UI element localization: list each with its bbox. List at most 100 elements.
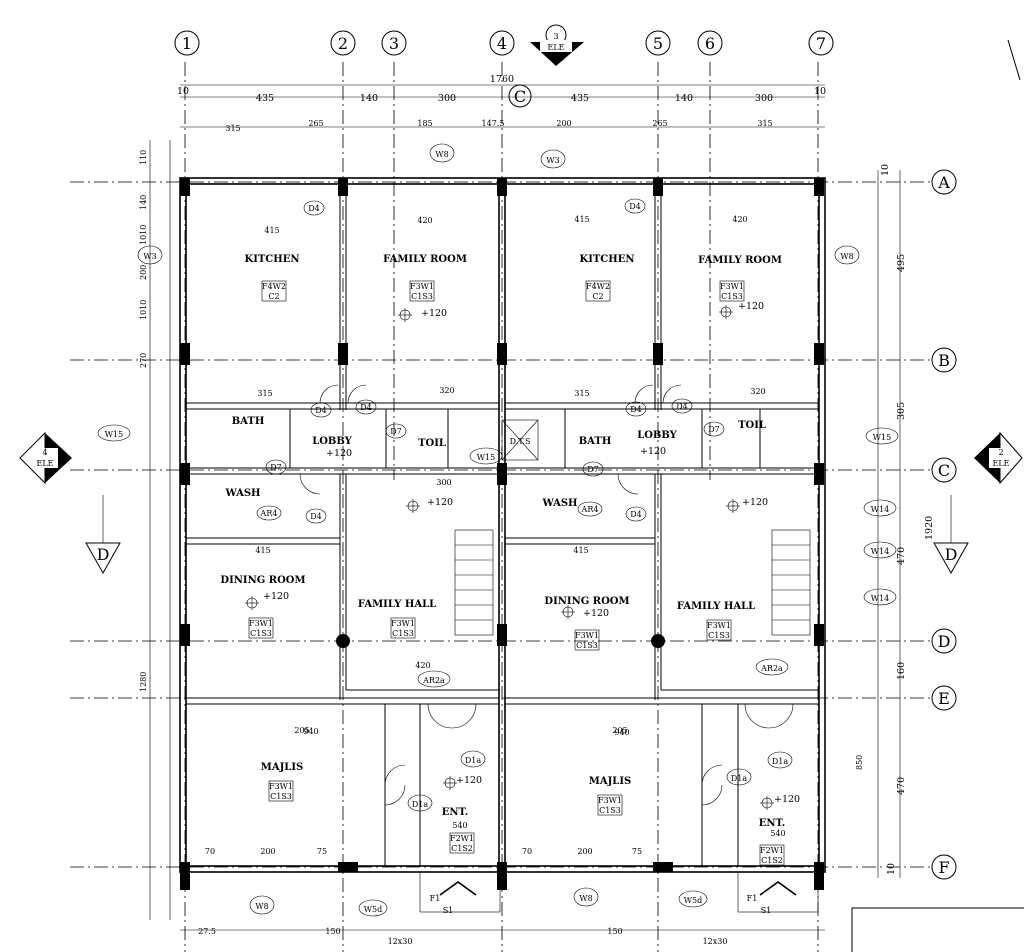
stairs (454, 529, 811, 636)
svg-text:S1: S1 (443, 906, 454, 915)
svg-text:C2: C2 (268, 292, 279, 301)
svg-text:940: 940 (614, 728, 629, 737)
svg-text:D.T.S: D.T.S (510, 437, 531, 446)
svg-text:F3W1: F3W1 (598, 796, 622, 805)
svg-text:D4: D4 (629, 202, 641, 211)
svg-text:540: 540 (770, 829, 785, 838)
opening-tags: W3 W8 W3 W8 W15 W15 W15 W14 W14 W14 W8 W… (97, 143, 899, 917)
family-room-label-2: FAMILY ROOM (698, 255, 782, 266)
svg-text:300: 300 (755, 93, 773, 104)
svg-text:D4: D4 (676, 402, 688, 411)
svg-text:F3W1: F3W1 (575, 631, 599, 640)
wash-label-2: WASH (541, 498, 577, 509)
grid-bubbles-right: A B C D E F (931, 169, 957, 880)
svg-text:470: 470 (896, 777, 907, 795)
svg-text:200: 200 (577, 847, 592, 856)
svg-text:AR2a: AR2a (760, 664, 783, 673)
svg-text:+120: +120 (421, 308, 447, 319)
svg-text:420: 420 (417, 216, 432, 225)
svg-text:160: 160 (896, 662, 907, 680)
section-marker-right: 2 ELE (974, 431, 1023, 485)
family-room-label-1: FAMILY ROOM (383, 254, 467, 265)
vertical-grid-lines (184, 62, 819, 952)
svg-text:300: 300 (438, 93, 456, 104)
svg-text:AR2a: AR2a (422, 676, 445, 685)
svg-text:12x30: 12x30 (388, 937, 413, 946)
svg-text:C1S3: C1S3 (411, 292, 433, 301)
grid-label-2: 2 (338, 34, 348, 53)
section-d-right: D (945, 545, 958, 564)
svg-text:495: 495 (896, 254, 907, 272)
svg-text:F3W1: F3W1 (391, 619, 415, 628)
svg-text:315: 315 (225, 124, 240, 133)
right-dimensions: 10 495 305 1920 470 160 470 10 850 (855, 164, 935, 878)
svg-text:C1S2: C1S2 (761, 856, 783, 865)
svg-text:D7: D7 (390, 427, 402, 436)
doors (299, 384, 794, 806)
svg-text:D4: D4 (315, 406, 327, 415)
majlis-label-2: MAJLIS (589, 776, 632, 787)
svg-text:+120: +120 (774, 794, 800, 805)
toil-label-1: TOIL (418, 438, 446, 449)
svg-text:435: 435 (571, 93, 589, 104)
grid-bubbles-top: 1 2 3 4 5 6 7 (174, 30, 834, 56)
grid-label-C: C (938, 461, 950, 480)
svg-text:S1: S1 (761, 906, 772, 915)
svg-text:140: 140 (139, 195, 148, 210)
lobby-label-2: LOBBY (637, 430, 677, 441)
section-d-left: D (97, 545, 110, 564)
svg-text:265: 265 (652, 119, 667, 128)
svg-text:F3W1: F3W1 (269, 782, 293, 791)
svg-text:C1S3: C1S3 (392, 629, 414, 638)
svg-text:470: 470 (896, 547, 907, 565)
columns (180, 178, 824, 890)
svg-text:W5d: W5d (364, 905, 382, 914)
svg-text:270: 270 (139, 353, 148, 368)
svg-text:AR4: AR4 (260, 509, 278, 518)
unit-1-labels: KITCHEN FAMILY ROOM BATH LOBBY TOIL WASH… (220, 216, 482, 818)
north-arrow (1007, 39, 1021, 81)
svg-text:150: 150 (607, 927, 622, 936)
grid-label-6: 6 (705, 34, 715, 53)
svg-text:C1S3: C1S3 (721, 292, 743, 301)
unit-2-labels: KITCHEN FAMILY ROOM BATH LOBBY TOIL WASH… (541, 215, 800, 829)
svg-text:1280: 1280 (139, 672, 148, 692)
wash-label-1: WASH (224, 488, 260, 499)
svg-text:W8: W8 (255, 902, 268, 911)
top-dimensions: 1760 10 435 140 300 435 140 300 10 315 2… (177, 74, 826, 133)
svg-text:F3W1: F3W1 (249, 619, 273, 628)
section-marker-left: 4 ELE (19, 431, 72, 485)
svg-text:F1: F1 (747, 894, 758, 903)
svg-text:147.5: 147.5 (482, 119, 505, 128)
svg-text:C1S3: C1S3 (708, 631, 730, 640)
section-left-label: ELE (37, 459, 54, 468)
svg-text:70: 70 (522, 847, 532, 856)
svg-text:W14: W14 (871, 547, 889, 556)
svg-text:F4W2: F4W2 (586, 282, 610, 291)
svg-text:F3W1: F3W1 (707, 621, 731, 630)
section-left-num: 4 (42, 448, 47, 457)
svg-text:C2: C2 (592, 292, 603, 301)
svg-text:1010: 1010 (139, 300, 148, 320)
svg-text:D4: D4 (630, 405, 642, 414)
bath-label-1: BATH (232, 416, 265, 427)
svg-text:415: 415 (255, 546, 270, 555)
svg-text:C1S2: C1S2 (451, 844, 473, 853)
svg-text:150: 150 (325, 927, 340, 936)
svg-text:420: 420 (415, 661, 430, 670)
svg-text:D7: D7 (270, 463, 282, 472)
svg-text:300: 300 (436, 478, 451, 487)
svg-text:C1S3: C1S3 (599, 806, 621, 815)
section-top-label: ELE (548, 43, 565, 52)
svg-text:W8: W8 (840, 252, 853, 261)
section-marker-top: 3 ELE (530, 24, 584, 66)
svg-text:185: 185 (417, 119, 432, 128)
duct-shaft: D.T.S (501, 419, 539, 461)
svg-text:415: 415 (573, 546, 588, 555)
lobby-label-1: LOBBY (312, 436, 352, 447)
svg-text:10: 10 (814, 86, 826, 97)
svg-text:F3W1: F3W1 (410, 282, 434, 291)
svg-text:27.5: 27.5 (198, 927, 216, 936)
svg-text:D4: D4 (310, 512, 322, 521)
